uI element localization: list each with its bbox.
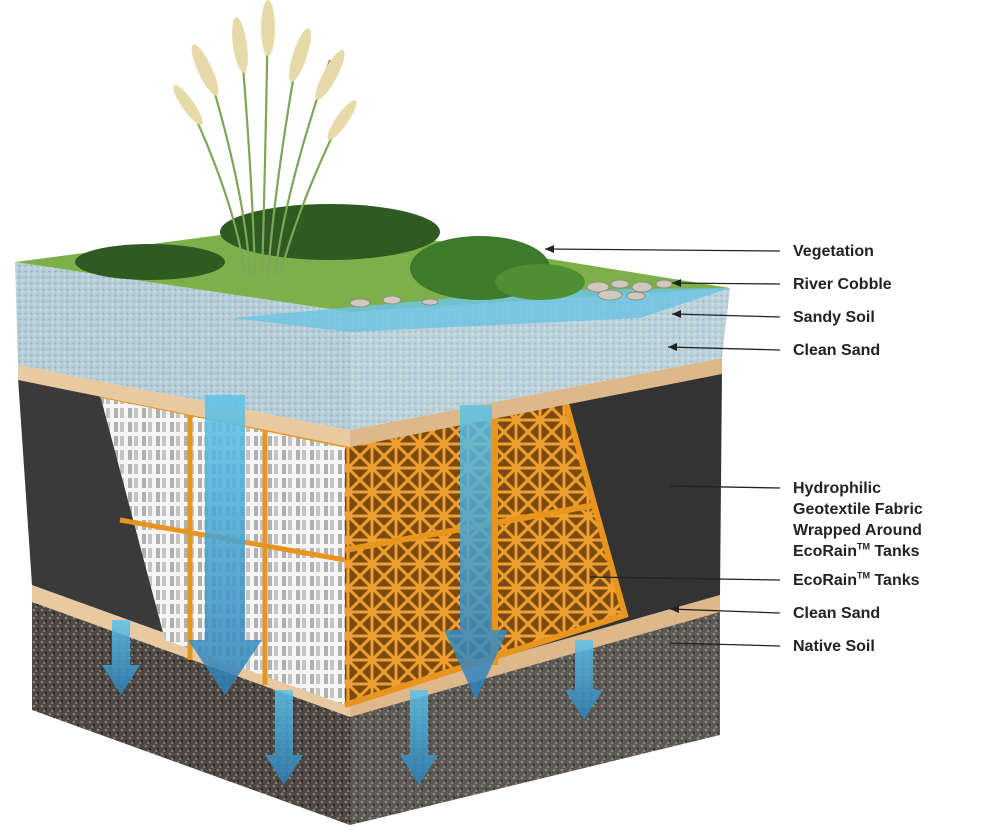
clean-sand-top-right [350,358,722,447]
label-clean-sand-bottom: Clean Sand [793,605,881,622]
grass-plumes [173,0,357,140]
water-arrow [565,640,603,720]
leader-sandy-soil [671,313,781,318]
water-arrow [102,620,140,695]
water-arrow [400,690,438,785]
clean-sand-bottom-right [350,595,720,717]
clean-sand-top-front [18,365,350,447]
water-arrow [444,405,508,700]
label-tanks-brand: EcoRain [793,572,858,589]
native-soil-front [32,600,350,825]
leader-river-cobble [671,282,781,285]
label-sandy-soil: Sandy Soil [793,309,875,326]
label-fabric-line3: Wrapped Around [793,522,922,539]
label-ecorain-tanks: EcoRainTM Tanks [793,570,920,591]
label-fabric-line2: Geotextile Fabric [793,501,923,518]
leader-fabric [669,485,781,489]
trademark-mark: TM [857,570,871,581]
label-geotextile-fabric: Hydrophilic Geotextile Fabric Wrapped Ar… [793,478,923,562]
label-clean-sand-top: Clean Sand [793,342,881,359]
leader-clean-sand-top [667,346,781,351]
water-arrow [265,690,303,785]
leader-lines [544,248,781,647]
label-tanks-tail: Tanks [870,572,920,589]
leader-arrowheads [545,245,681,613]
native-soil-right [350,610,720,825]
leader-vegetation [544,248,781,252]
leader-native-soil [669,642,781,647]
river-cobble-stones [349,279,673,308]
sandy-soil-front [15,262,350,430]
label-river-cobble: River Cobble [793,276,892,293]
water-flow-arrows [102,395,603,785]
label-vegetation: Vegetation [793,243,874,260]
label-fabric-line1: Hydrophilic [793,480,882,497]
label-fabric-line4-tail: Tanks [870,543,920,560]
label-fabric-line4-brand: EcoRain [793,543,858,560]
label-native-soil: Native Soil [793,638,875,655]
leader-tanks [589,576,781,581]
water-arrow [188,395,262,695]
leader-clean-sand-bottom [669,608,781,614]
vegetation-shrubs [75,204,585,300]
trademark-mark: TM [857,541,871,552]
label-fabric-line4: EcoRainTM Tanks [793,541,923,562]
